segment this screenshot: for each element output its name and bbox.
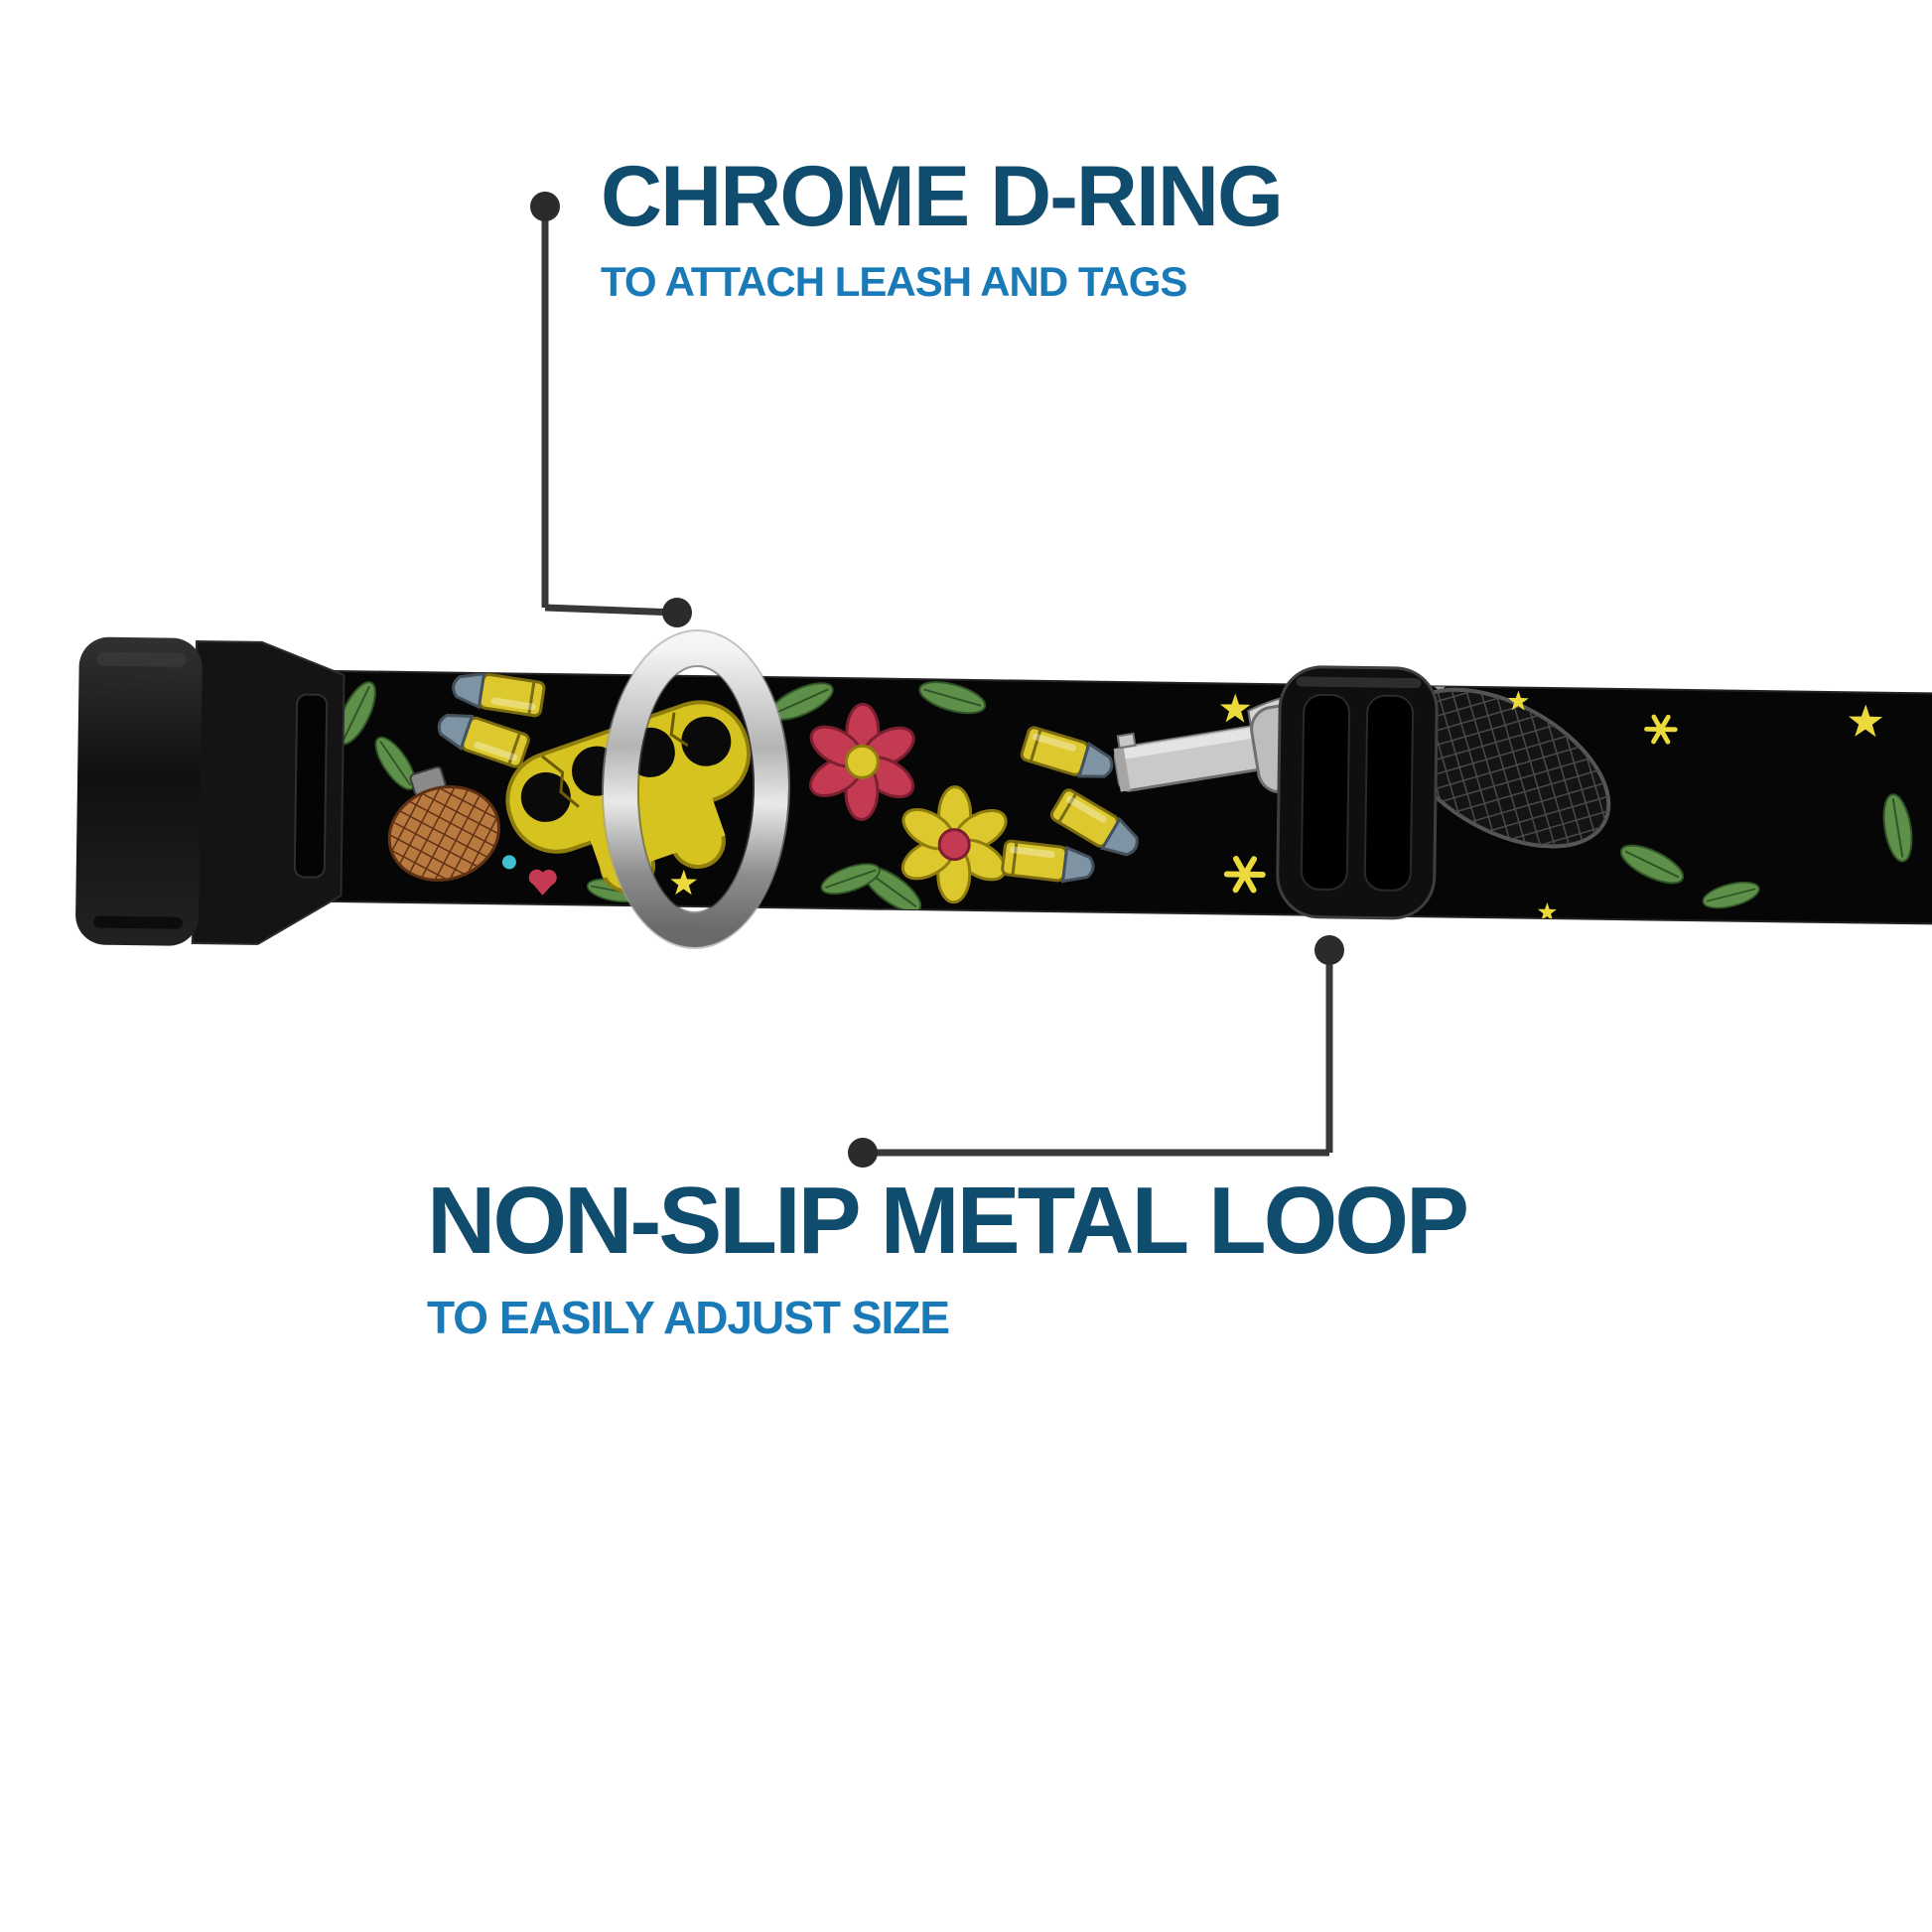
leader-dot xyxy=(662,598,692,627)
heart-icon xyxy=(528,869,557,896)
d-ring xyxy=(601,629,790,950)
leader-dot xyxy=(1314,935,1344,965)
leader-dot xyxy=(530,192,560,221)
callout-title: NON-SLIP METAL LOOP xyxy=(427,1168,1469,1274)
leader-line-bottom xyxy=(848,935,1344,1168)
flower-icon xyxy=(900,785,1008,904)
callout-subtitle: TO ATTACH LEASH AND TAGS xyxy=(601,258,1187,305)
callout-title: CHROME D-RING xyxy=(601,149,1284,244)
grenade-icon xyxy=(387,765,501,882)
leader-dot xyxy=(848,1138,878,1168)
bead-icon xyxy=(501,855,516,870)
callout-subtitle: TO EASILY ADJUST SIZE xyxy=(427,1292,950,1343)
buckle xyxy=(75,636,345,946)
metal-loop-slider xyxy=(1276,665,1439,920)
leader-line-top xyxy=(530,192,692,627)
flower-icon xyxy=(809,702,915,821)
callout-chrome-d-ring: CHROME D-RING TO ATTACH LEASH AND TAGS xyxy=(601,149,1284,305)
collar xyxy=(75,629,1932,950)
callout-metal-loop: NON-SLIP METAL LOOP TO EASILY ADJUST SIZ… xyxy=(427,1168,1469,1343)
